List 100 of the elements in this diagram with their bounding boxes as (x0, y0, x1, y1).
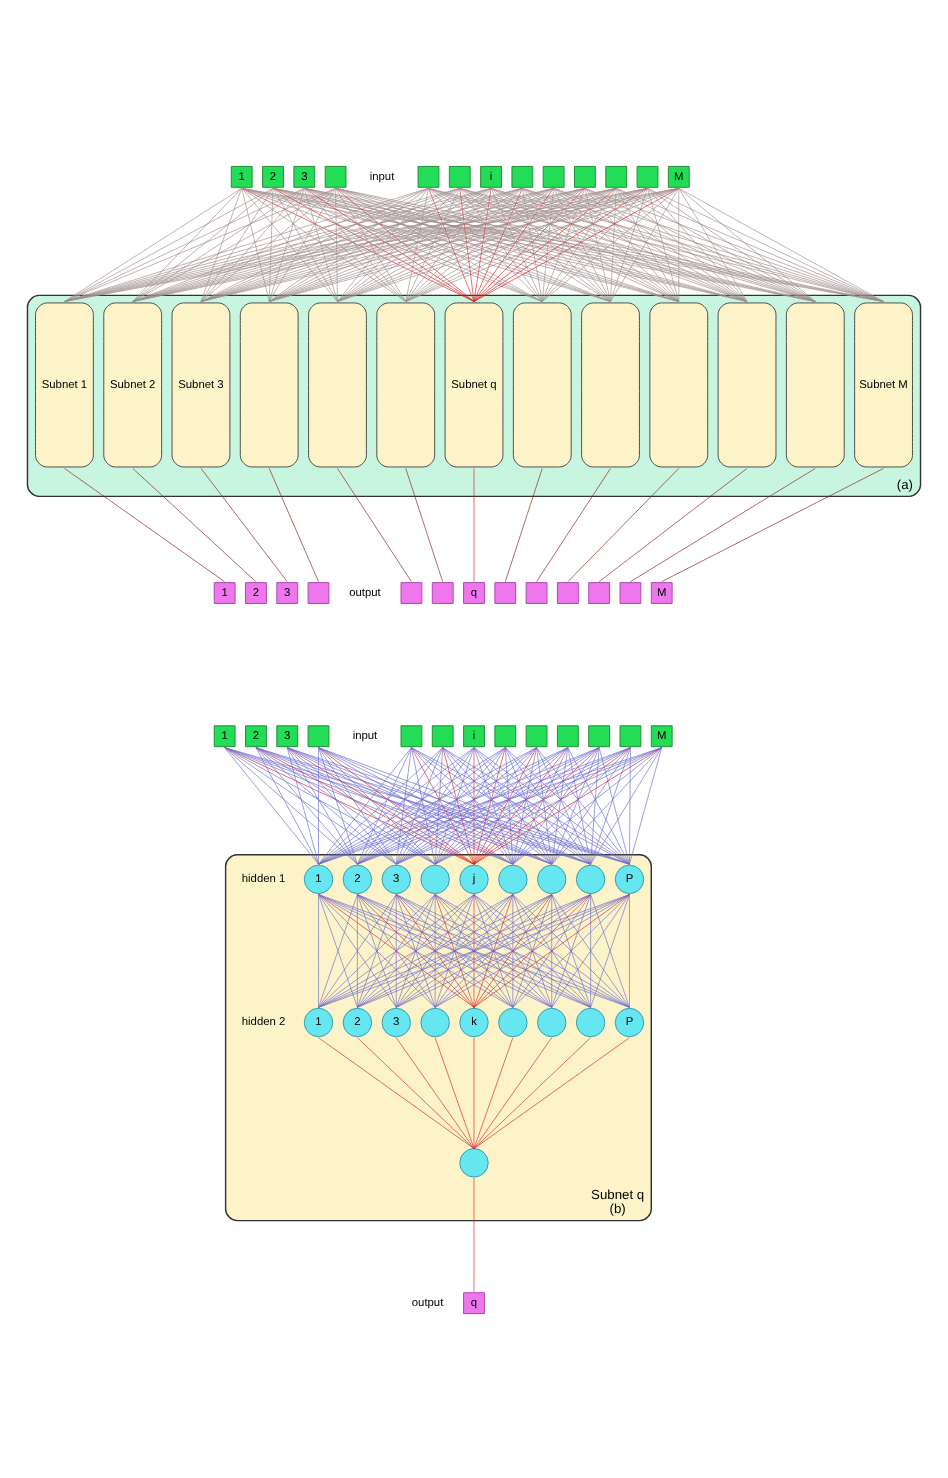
connector (590, 893, 591, 1007)
connector (630, 467, 816, 581)
connector (200, 186, 305, 301)
connector (459, 186, 543, 301)
connector (337, 467, 412, 581)
connector (224, 746, 358, 864)
connector (473, 893, 475, 1007)
connector (132, 186, 243, 301)
connector (473, 186, 586, 301)
node-box (785, 301, 845, 467)
connector (395, 746, 444, 864)
connector (678, 186, 816, 301)
connector (615, 186, 748, 301)
connector (551, 746, 569, 864)
connector (473, 1036, 514, 1148)
connector (434, 1036, 475, 1148)
connector (224, 746, 397, 864)
connector (268, 186, 429, 301)
node-box (556, 581, 579, 603)
connector (434, 746, 537, 864)
connector (132, 186, 274, 301)
connector (459, 186, 475, 301)
connector (512, 746, 569, 864)
connector (567, 746, 591, 864)
node-circle (575, 863, 606, 894)
connector (200, 186, 336, 301)
connector (255, 746, 319, 864)
connector (357, 893, 358, 1007)
connector (272, 186, 407, 301)
connector (610, 186, 648, 301)
node-box (605, 164, 628, 187)
connector (490, 186, 543, 301)
connector (318, 1036, 475, 1148)
connector (629, 746, 663, 864)
connector (551, 746, 663, 864)
connector (598, 746, 630, 864)
connector (536, 746, 630, 864)
connector (318, 893, 475, 1007)
connector (442, 746, 553, 864)
connector (411, 746, 475, 864)
connector (442, 746, 475, 864)
connector (395, 746, 569, 864)
connector (268, 186, 274, 301)
connector (428, 186, 543, 301)
connector (434, 893, 553, 1007)
connector (357, 893, 475, 1007)
node-box (588, 724, 611, 747)
connector (473, 893, 514, 1007)
connector (434, 893, 514, 1007)
connector (473, 746, 514, 864)
connector (200, 186, 274, 301)
node-box (239, 301, 299, 467)
node-box (494, 581, 517, 603)
connector (610, 186, 617, 301)
connector (504, 746, 514, 864)
connector (567, 746, 630, 864)
connector (541, 186, 617, 301)
connector (395, 893, 475, 1007)
connector (318, 746, 475, 864)
connector (395, 746, 537, 864)
node-box (636, 164, 659, 187)
connector (200, 186, 243, 301)
connector (395, 1036, 475, 1148)
connector (504, 467, 543, 581)
connector (590, 746, 631, 864)
connector (318, 746, 319, 864)
node-circle (498, 1006, 528, 1037)
connector (411, 746, 553, 864)
connector (473, 893, 630, 1007)
connector (647, 186, 680, 301)
connector (357, 893, 553, 1007)
connector (428, 186, 475, 301)
connector (512, 893, 630, 1007)
connector (318, 893, 514, 1007)
connector (395, 746, 506, 864)
node-box (574, 164, 596, 187)
node-box (581, 301, 640, 467)
connector (473, 746, 506, 864)
node-box (376, 301, 436, 467)
node-box (431, 724, 454, 747)
node-circle (459, 1147, 489, 1177)
connector (286, 746, 358, 864)
connector (512, 746, 537, 864)
connector (395, 746, 412, 864)
node-circle (498, 863, 528, 894)
connector (473, 746, 475, 864)
connector (512, 746, 663, 864)
connector (318, 893, 319, 1007)
connector (241, 186, 270, 301)
connector (434, 746, 569, 864)
connector (224, 746, 319, 864)
connector (678, 186, 680, 301)
connector (318, 893, 358, 1007)
node-box (525, 724, 548, 747)
connector (551, 746, 600, 864)
connector (598, 467, 748, 581)
connector (303, 186, 475, 301)
node-box (324, 164, 347, 187)
connector (541, 186, 586, 301)
connector (473, 1036, 630, 1148)
